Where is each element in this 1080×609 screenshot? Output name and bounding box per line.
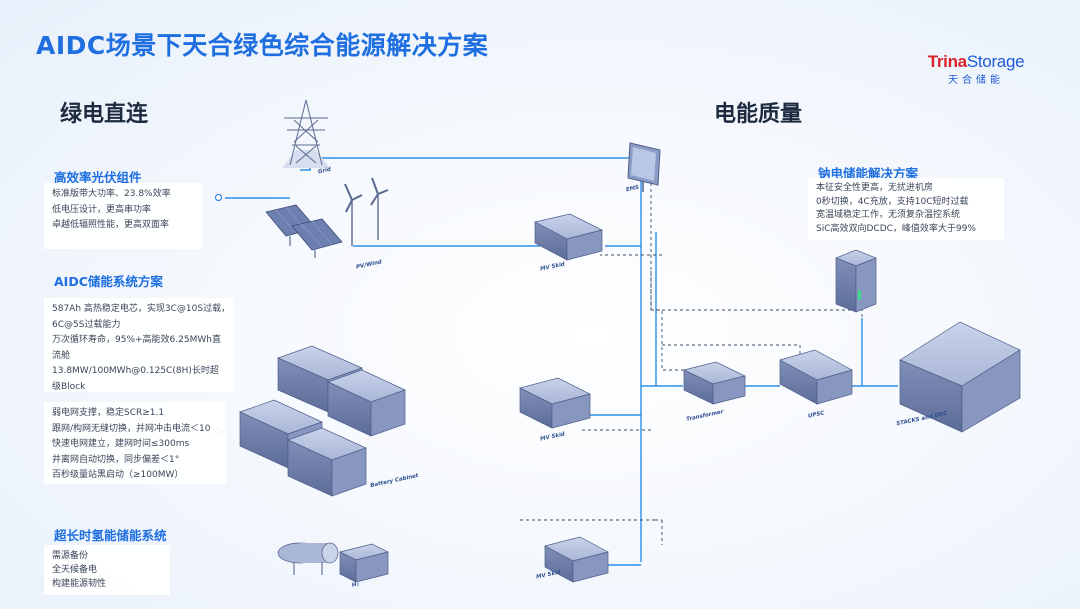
aidc-item: 6C@5S过载能力	[52, 319, 121, 330]
logo-brand-a: Trina	[927, 52, 967, 71]
logo-brand-b: Storage	[966, 52, 1025, 71]
grid-item: 弱电网支撑，稳定SCR≥1.1	[52, 408, 165, 418]
transformer	[682, 361, 747, 405]
sodium-item: 本征安全性更高，无扰进机房	[816, 183, 934, 193]
aidc-item: 级Block	[52, 381, 86, 392]
mv-skid-top	[534, 213, 603, 261]
data-center-servers	[899, 321, 1021, 433]
grid-item: 百秒级量站黑启动（≥100MW）	[52, 470, 184, 480]
grid-forming-box: 弱电网支撑，稳定SCR≥1.1 跟网/构网无缝切换，并网冲击电流＜10 快速电网…	[44, 402, 226, 484]
aidc-storage-title: AIDC储能系统方案	[54, 274, 163, 289]
sodium-item: 0秒切换，4C充放，支持10C短时过载	[816, 196, 969, 207]
hydrogen-box: 需源备份 全天候备电 构建能源韧性	[44, 545, 170, 595]
wind-turbines	[344, 177, 389, 246]
aidc-storage-box: 587Ah 高热稳定电芯，实现3C@10S过载， 6C@5S过载能力 万次循环寿…	[44, 298, 234, 392]
section-title-green-direct: 绿电直连	[60, 102, 149, 127]
grid-item: 并离网自动切换，同步偏差＜1°	[52, 454, 180, 465]
battery-cabinets	[239, 345, 406, 497]
aidc-item: 13.8MW/100MWh@0.125C(8H)长时超	[52, 366, 219, 376]
section-title-power-quality: 电能质量	[714, 102, 803, 127]
hydrogen-item: 需源备份	[52, 551, 89, 561]
logo-cn: 天合储能	[948, 75, 1004, 86]
hydrogen-item: 全天候备电	[52, 565, 98, 575]
aidc-item: 万次循环寿命，95%+高能效6.25MWh直	[52, 335, 221, 345]
mv-skid-bottom	[544, 536, 609, 583]
h2-container	[338, 543, 390, 583]
hydrogen-tank	[277, 542, 339, 575]
pv-item: 低电压设计，更高串功率	[52, 204, 152, 215]
aidc-item: 587Ah 高热稳定电芯，实现3C@10S过载，	[52, 304, 231, 314]
page-title: AIDC场景下天合绿色综合能源解决方案	[36, 31, 489, 60]
pv-info-box: 标准版带大功率、23.8%效率 低电压设计，更高串功率 卓越低辐照性能，更高双面…	[44, 183, 202, 249]
grid-item: 快速电网建立，建网时间≤300ms	[52, 439, 190, 449]
pv-item: 标准版带大功率、23.8%效率	[52, 189, 171, 199]
aidc-item: 流舱	[52, 350, 71, 361]
connector-dot	[215, 194, 222, 201]
mv-skid-mid	[519, 377, 591, 429]
sodium-item: SiC高效双向DCDC，峰值效率大于99%	[816, 223, 976, 234]
comm-lines	[520, 183, 863, 545]
sodium-item: 宽温域稳定工作，无须复杂温控系统	[816, 210, 961, 220]
hydrogen-item: 构建能源韧性	[52, 579, 107, 589]
pv-item: 卓越低辐照性能，更高双面率	[52, 220, 170, 230]
sodium-storage-rack	[835, 249, 877, 313]
grid-item: 跟网/构网无缝切换，并网冲击电流＜10	[52, 423, 211, 434]
hydrogen-title: 超长时氢能储能系统	[54, 528, 167, 543]
pv-array	[265, 204, 343, 258]
pv-title: 高效率光伏组件	[54, 170, 142, 185]
sodium-title: 钠电储能解决方案	[818, 166, 919, 181]
ems-screen	[627, 142, 661, 192]
upsc-cabinet	[779, 349, 853, 405]
transmission-tower	[282, 99, 330, 168]
sodium-box: 本征安全性更高，无扰进机房 0秒切换，4C充放，支持10C短时过载 宽温域稳定工…	[808, 178, 1004, 240]
trina-storage-logo: TrinaStorage 天合储能	[926, 52, 1026, 86]
